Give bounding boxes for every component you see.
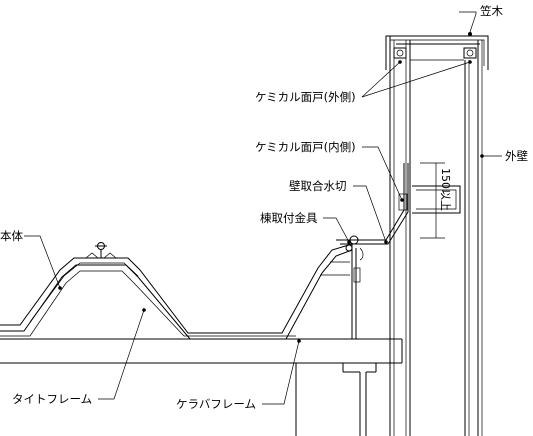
label-kasagi: 笠木 [480, 4, 503, 18]
label-wall-flashing: 壁取合水切 [289, 179, 347, 193]
dimension-label: 150以上 [439, 168, 452, 211]
label-tight-frame: タイトフレーム [12, 392, 92, 406]
label-outer-wall: 外壁 [505, 149, 528, 163]
label-kerapa-frame: ケラバフレーム [176, 397, 256, 411]
wall-flashing [336, 163, 409, 261]
label-main-body: 本体 [0, 229, 23, 243]
label-chemical-inner: ケミカル面戸(内側) [255, 140, 356, 154]
label-chemical-outer: ケミカル面戸(外側) [255, 90, 356, 104]
label-ridge-fitting: 棟取付金具 [260, 211, 318, 225]
kasagi-coping [385, 35, 489, 70]
roof-panel [0, 242, 353, 340]
kerapa-frame [320, 244, 361, 339]
base-beam [0, 338, 403, 436]
dimension-line: 150以上 [420, 162, 452, 239]
leader-lines [24, 11, 502, 405]
